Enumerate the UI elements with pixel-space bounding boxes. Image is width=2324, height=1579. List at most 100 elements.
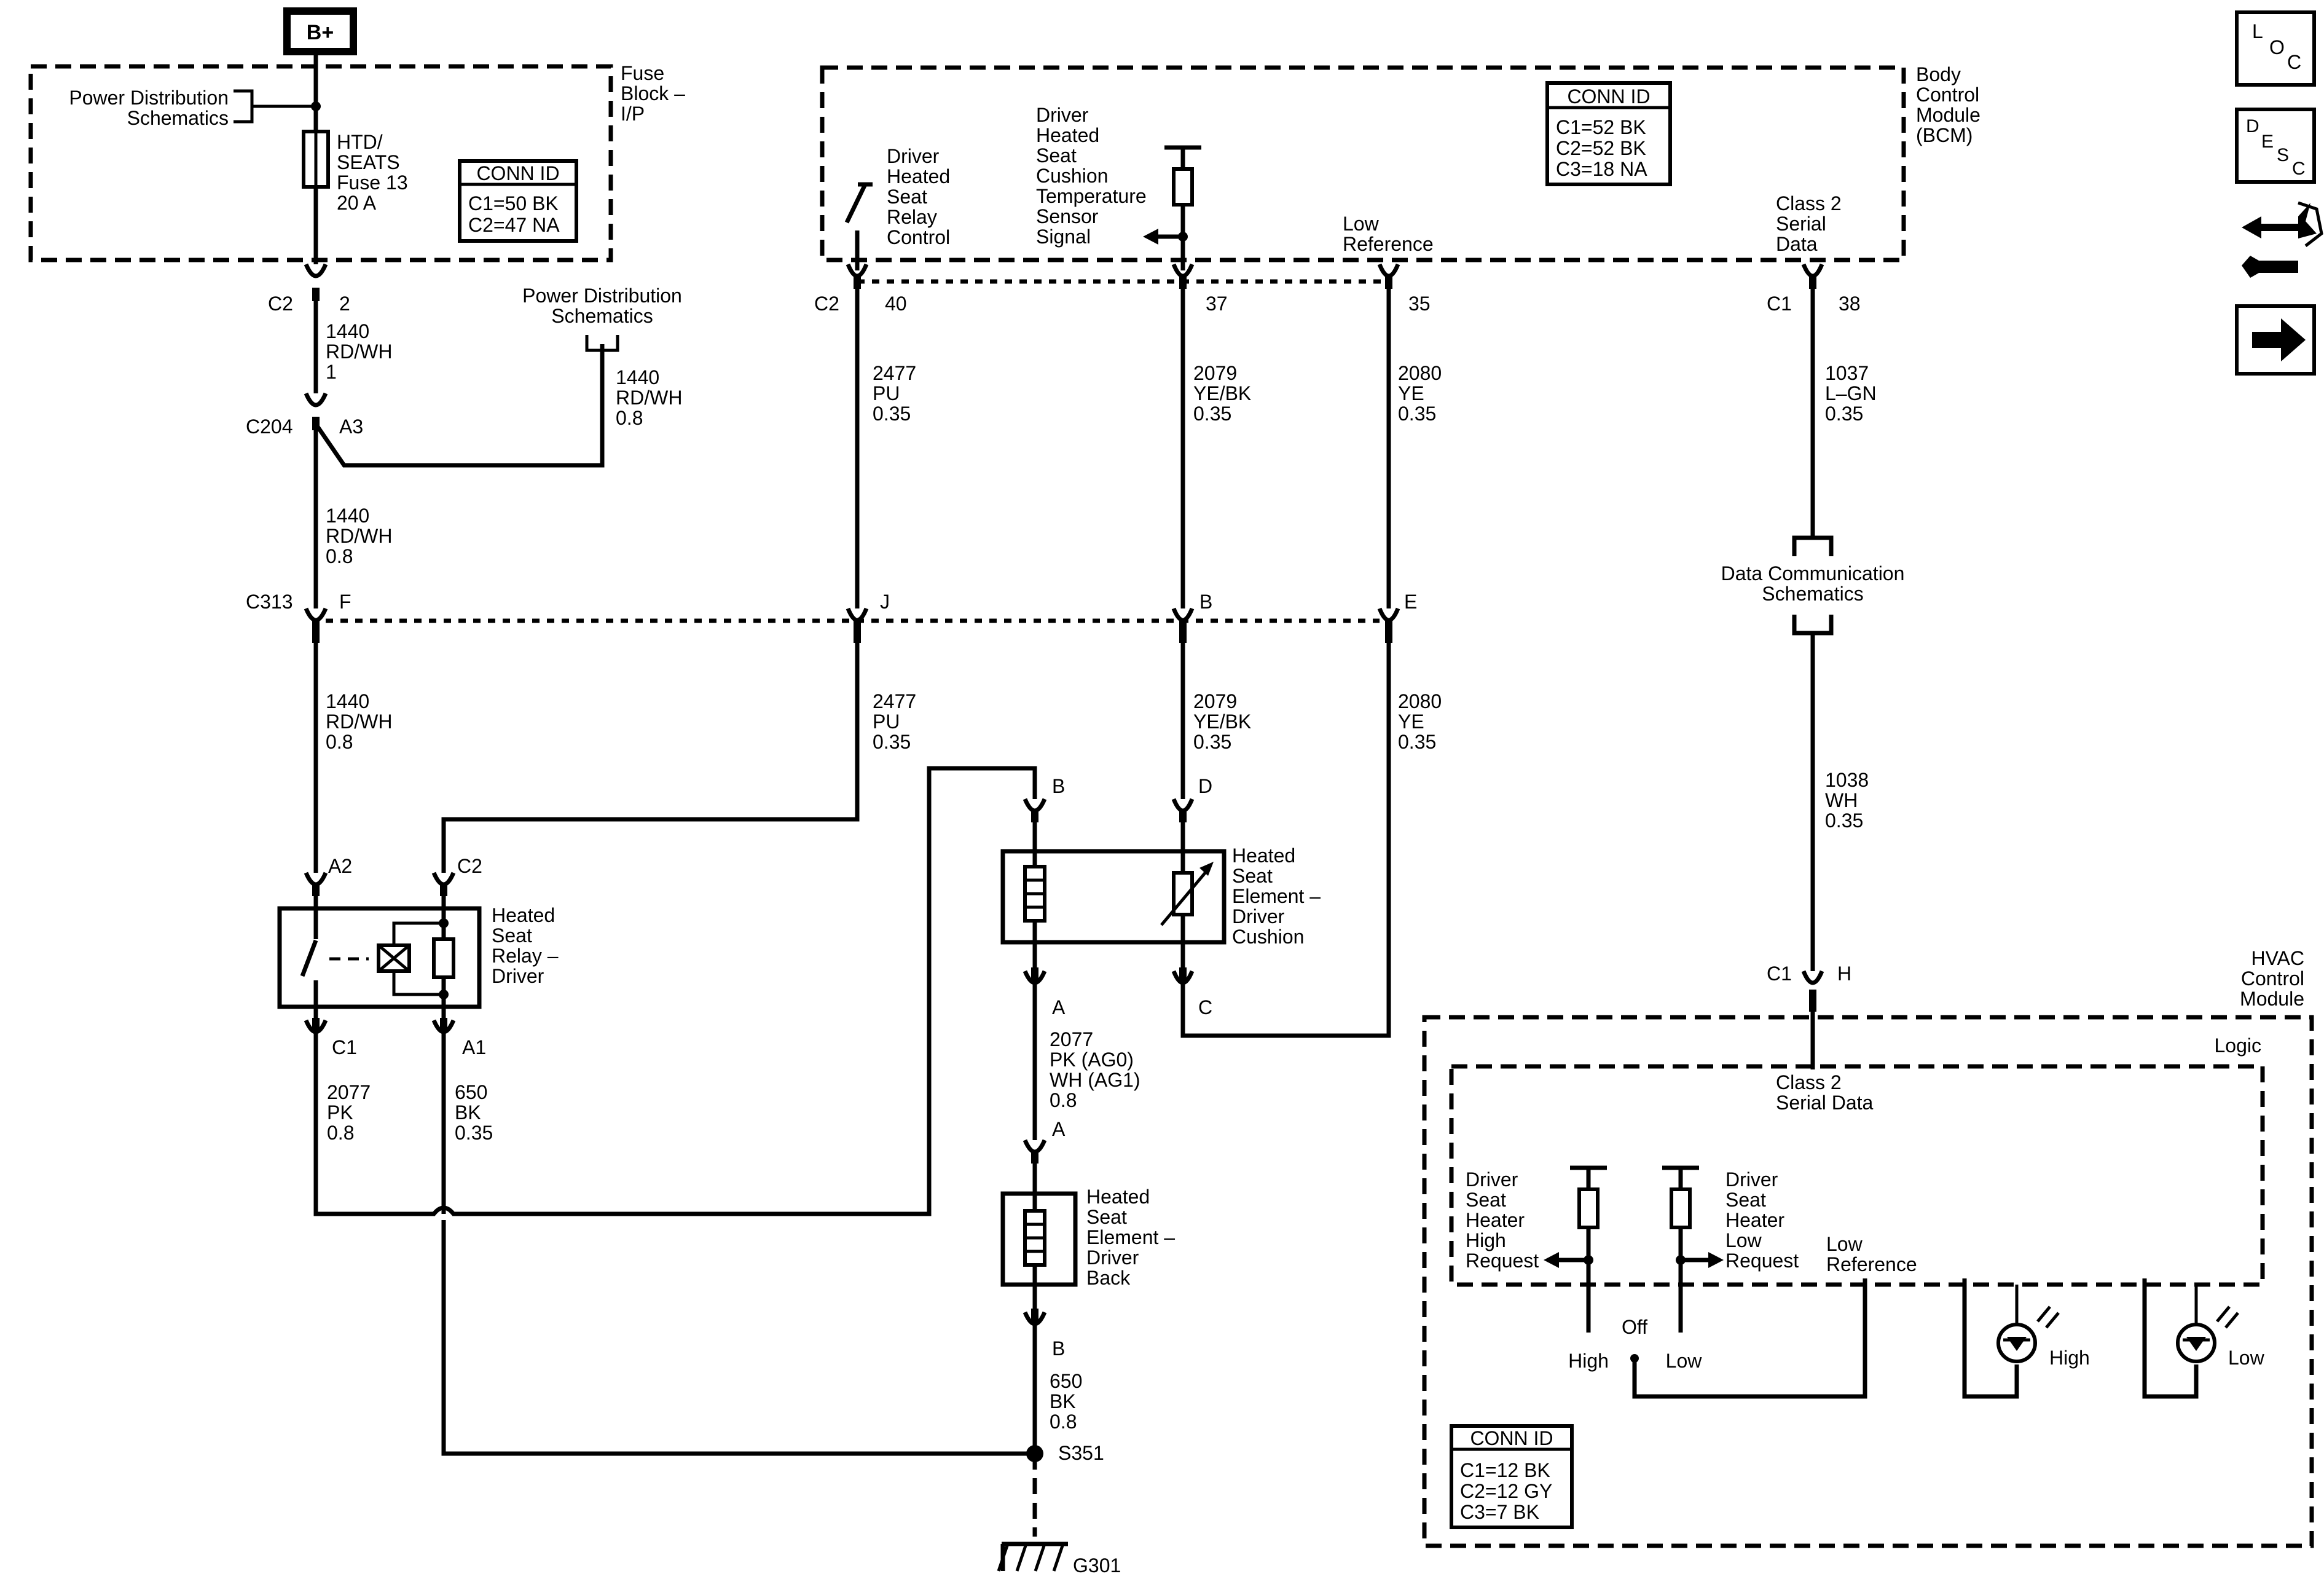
svg-text:Driver: Driver xyxy=(1466,1168,1518,1191)
svg-text:PK: PK xyxy=(327,1101,353,1124)
svg-text:A: A xyxy=(1052,1118,1066,1140)
connector-tool-icon[interactable] xyxy=(2242,201,2323,278)
svg-text:1: 1 xyxy=(326,361,337,383)
svg-text:1038: 1038 xyxy=(1825,769,1869,791)
splice-s351-dot xyxy=(1026,1445,1043,1462)
bcm-boundary xyxy=(820,65,1906,262)
svg-text:SEATS: SEATS xyxy=(337,151,400,173)
svg-text:HVAC: HVAC xyxy=(2251,947,2304,969)
hvac-logic-label: Logic xyxy=(2215,1034,2262,1057)
loc-icon[interactable]: L O C xyxy=(2235,10,2316,87)
svg-text:0.35: 0.35 xyxy=(1825,809,1863,832)
power-distribution-ref-2: Power Distribution Schematics xyxy=(522,285,682,327)
svg-text:Low: Low xyxy=(1826,1233,1863,1255)
indicator-high: High xyxy=(1962,1278,2090,1399)
svg-text:C3=7 BK: C3=7 BK xyxy=(1460,1501,1539,1523)
svg-text:Relay –: Relay – xyxy=(492,945,559,967)
svg-text:Power Distribution: Power Distribution xyxy=(69,87,229,109)
svg-text:RD/WH: RD/WH xyxy=(616,387,682,409)
svg-text:B+: B+ xyxy=(307,21,334,44)
fuse-block-title: Fuse Block – I/P xyxy=(621,62,685,125)
svg-text:Low: Low xyxy=(1343,213,1380,235)
svg-text:CONN ID: CONN ID xyxy=(476,162,559,184)
data-communication-ref: Data Communication Schematics xyxy=(1721,562,1905,605)
svg-text:High: High xyxy=(1568,1350,1609,1372)
svg-text:RD/WH: RD/WH xyxy=(326,341,392,363)
svg-text:PU: PU xyxy=(873,382,900,404)
ground-g301: G301 xyxy=(997,1542,1121,1577)
svg-text:Module: Module xyxy=(2240,988,2304,1010)
svg-text:E: E xyxy=(1404,591,1417,613)
svg-text:35: 35 xyxy=(1408,293,1431,315)
svg-text:Seat: Seat xyxy=(1232,865,1273,887)
svg-text:37: 37 xyxy=(1206,293,1228,315)
desc-icon[interactable]: D E S C xyxy=(2235,108,2316,184)
svg-text:Cushion: Cushion xyxy=(1232,926,1304,948)
svg-text:D: D xyxy=(1198,775,1212,797)
svg-text:J: J xyxy=(880,591,890,613)
svg-text:Body: Body xyxy=(1916,63,1961,85)
svg-text:WH (AG1): WH (AG1) xyxy=(1050,1069,1140,1091)
splice-label: S351 xyxy=(1058,1442,1104,1464)
svg-text:C2: C2 xyxy=(268,293,293,315)
svg-text:Fuse 13: Fuse 13 xyxy=(337,171,408,194)
svg-text:1440: 1440 xyxy=(326,505,369,527)
svg-text:2: 2 xyxy=(339,293,350,315)
svg-text:I/P: I/P xyxy=(621,103,645,125)
svg-text:HTD/: HTD/ xyxy=(337,131,383,153)
svg-text:PU: PU xyxy=(873,711,900,733)
svg-text:0.35: 0.35 xyxy=(1193,403,1231,425)
svg-text:BK: BK xyxy=(1050,1390,1076,1412)
svg-text:Control: Control xyxy=(887,226,950,248)
heated-seat-relay: Heated Seat Relay – Driver xyxy=(277,896,559,1018)
svg-text:Low: Low xyxy=(1725,1229,1762,1251)
svg-text:L–GN: L–GN xyxy=(1825,382,1877,404)
svg-text:C: C xyxy=(1198,996,1212,1018)
svg-text:Element –: Element – xyxy=(1232,885,1321,907)
svg-text:C1: C1 xyxy=(1767,963,1792,985)
svg-text:Seat: Seat xyxy=(1725,1189,1766,1211)
fuse-block-boundary xyxy=(28,64,613,262)
svg-text:Fuse: Fuse xyxy=(621,62,664,84)
svg-text:Seat: Seat xyxy=(887,186,927,208)
svg-text:Power Distribution: Power Distribution xyxy=(522,285,682,307)
svg-text:G301: G301 xyxy=(1073,1554,1121,1577)
battery-positive-box: B+ xyxy=(283,7,357,55)
bcm-class2-label: Class 2 Serial Data xyxy=(1776,192,1842,255)
next-arrow-icon[interactable] xyxy=(2235,304,2316,376)
svg-text:2080: 2080 xyxy=(1398,690,1442,712)
svg-text:YE: YE xyxy=(1398,382,1424,404)
svg-text:PK (AG0): PK (AG0) xyxy=(1050,1049,1134,1071)
svg-text:Heater: Heater xyxy=(1466,1209,1525,1231)
svg-text:0.35: 0.35 xyxy=(1398,403,1436,425)
svg-text:Request: Request xyxy=(1466,1250,1539,1272)
svg-text:Driver: Driver xyxy=(1036,104,1089,126)
svg-text:Cushion: Cushion xyxy=(1036,165,1108,187)
svg-text:C1: C1 xyxy=(332,1036,357,1058)
svg-text:RD/WH: RD/WH xyxy=(326,711,392,733)
svg-text:0.35: 0.35 xyxy=(455,1122,493,1144)
svg-text:Schematics: Schematics xyxy=(551,305,653,327)
svg-text:C2=12 GY: C2=12 GY xyxy=(1460,1480,1552,1502)
svg-text:Driver: Driver xyxy=(492,965,544,987)
svg-text:(BCM): (BCM) xyxy=(1916,124,1973,146)
svg-text:Control: Control xyxy=(2241,967,2304,990)
heated-seat-element-cushion: Heated Seat Element – Driver Cushion xyxy=(1000,822,1321,967)
svg-text:YE: YE xyxy=(1398,711,1424,733)
svg-text:B: B xyxy=(1052,775,1065,797)
svg-text:C204: C204 xyxy=(246,415,293,438)
svg-text:650: 650 xyxy=(455,1081,487,1103)
svg-text:0.35: 0.35 xyxy=(873,731,911,753)
temp-sensor-label: Driver Heated Seat Cushion Temperature S… xyxy=(1036,104,1147,248)
svg-text:0.8: 0.8 xyxy=(616,407,643,429)
svg-text:C1: C1 xyxy=(1767,293,1792,315)
svg-text:20 A: 20 A xyxy=(337,192,377,214)
svg-text:Driver: Driver xyxy=(1232,905,1285,927)
power-distribution-ref-1: Power Distribution Schematics xyxy=(69,87,316,129)
svg-text:2080: 2080 xyxy=(1398,362,1442,384)
svg-text:0.8: 0.8 xyxy=(1050,1411,1077,1433)
svg-text:2477: 2477 xyxy=(873,362,916,384)
svg-text:CONN ID: CONN ID xyxy=(1567,85,1650,108)
hvac-title: HVAC Control Module xyxy=(2240,947,2304,1010)
